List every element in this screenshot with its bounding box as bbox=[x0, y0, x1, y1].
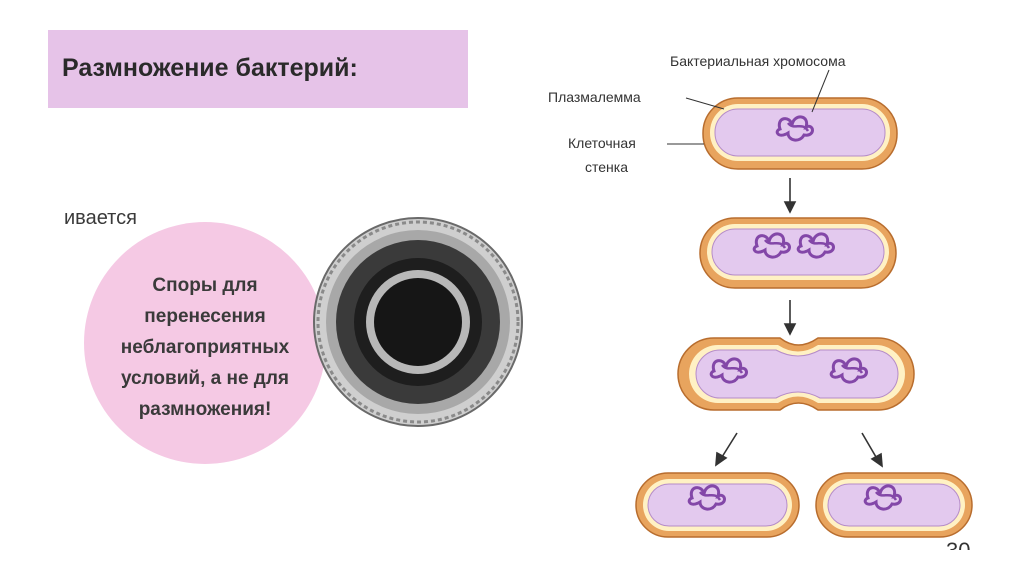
label-cell-wall-1: Клеточная bbox=[568, 135, 636, 151]
daughter-cell-right bbox=[816, 473, 972, 537]
cell-stage-2 bbox=[700, 218, 896, 288]
label-chromosome: Бактериальная хромосома bbox=[670, 53, 846, 69]
page-number: 30 bbox=[946, 538, 970, 550]
label-plasmalemma: Плазмалемма bbox=[548, 89, 641, 105]
cell-stage-1 bbox=[703, 98, 897, 169]
cell-stage-3 bbox=[678, 338, 914, 410]
label-cell-wall-2: стенка bbox=[585, 159, 628, 175]
daughter-cell-left bbox=[636, 473, 799, 537]
